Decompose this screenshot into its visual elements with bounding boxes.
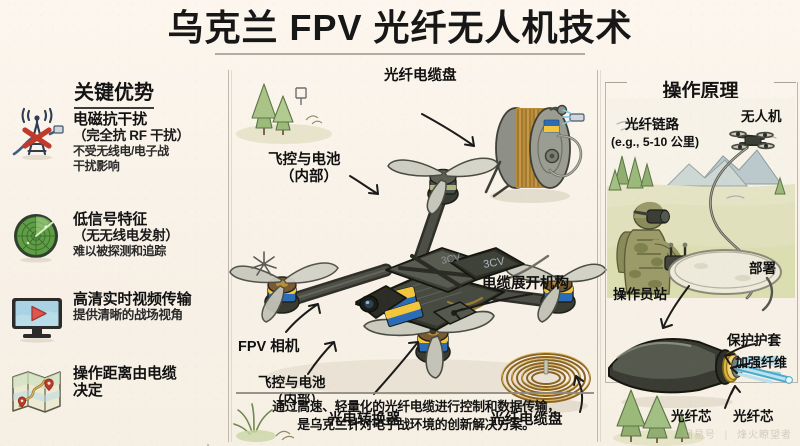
watermark-source: 网易号 <box>682 430 716 441</box>
radar-screen-icon <box>8 210 66 264</box>
watermark: 网易号 | 烽火瞭望者 <box>683 426 792 441</box>
advantage-detail-line1: 不受无线电/电子战 <box>73 144 169 158</box>
advantage-item-range-by-cable: 操作距离由电缆 决定 <box>8 364 222 418</box>
label-strength-fiber: 加强纤维 <box>735 355 788 370</box>
label-fpv-camera: FPV 相机 <box>238 339 300 355</box>
label-fiber-core-left: 光纤芯 <box>671 409 712 424</box>
divider-right <box>597 70 598 442</box>
advantage-text-hd-video: 高清实时视频传输 提供清晰的战场视角 <box>73 290 222 323</box>
divider-left <box>228 70 229 442</box>
label-cable-deploy-mechanism: 电缆展开机构 <box>482 276 569 292</box>
advantage-text-emi-resistance: 电磁抗干扰 （完全抗 RF 干扰） 不受无线电/电子战 干扰影响 <box>73 110 222 173</box>
key-advantages-heading: 关键优势 <box>0 76 228 109</box>
advantage-item-emi-resistance: 电磁抗干扰 （完全抗 RF 干扰） 不受无线电/电子战 干扰影响 <box>8 107 222 173</box>
divider-left-shadow <box>231 70 232 442</box>
label-fc-battery-bottom-line1: 飞控与电池 <box>258 375 326 390</box>
label-protective-jacket: 保护护套 <box>727 333 781 348</box>
page-title: 乌克兰 FPV 光纤无人机技术 <box>167 7 633 48</box>
radio-tower-jammed-icon <box>8 107 66 164</box>
route-doodle-icon <box>150 428 228 446</box>
folded-map-icon <box>8 364 66 418</box>
caption-line-1: 通过高速、轻量化的光纤电缆进行控制和数据传输， <box>272 399 560 414</box>
advantage-subtitle: （无无线电发射） <box>73 228 179 243</box>
label-fiber-spool-bottom: 光纤电缆盘 <box>490 412 563 428</box>
label-deployment: 部署 <box>749 261 776 276</box>
advantage-title: 操作距离由电缆 <box>73 365 177 382</box>
operating-principle-panel: 操作原理 <box>601 64 800 446</box>
signal-doodle-icon <box>240 244 290 284</box>
video-monitor-icon <box>8 290 66 344</box>
advantage-detail-line2: 干扰影响 <box>73 158 120 173</box>
grass-tuft-illustration <box>232 384 302 446</box>
advantage-item-low-signature: 低信号特征 （无无线电发射） 难以被探测和追踪 <box>8 210 222 264</box>
fpv-drone-illustration: 3CV 3CV <box>229 152 607 402</box>
label-fc-battery-top-line1: 飞控与电池 <box>268 152 341 168</box>
advantage-text-low-signature: 低信号特征 （无无线电发射） 难以被探测和追踪 <box>73 210 222 259</box>
svg-text:3CV: 3CV <box>440 252 462 267</box>
label-fiber-link-line1: 光纤链路 <box>625 117 679 132</box>
fiber-spool-top-illustration <box>478 100 596 208</box>
divider-right-shadow <box>600 70 601 442</box>
advantage-title: 高清实时视频传输 <box>73 291 192 308</box>
frame-top-left-rule <box>605 82 627 83</box>
label-drone: 无人机 <box>741 109 782 124</box>
frame-top-right-rule <box>774 82 796 83</box>
watermark-account: 烽火瞭望者 <box>737 430 792 441</box>
label-fc-battery-bottom-line2: （内部） <box>270 392 324 407</box>
fiber-cable-cross-section-illustration <box>607 314 797 424</box>
label-optical-converter: 光电转换器 <box>328 412 401 428</box>
label-operator-station: 操作员站 <box>613 287 667 302</box>
summary-caption: 通过高速、轻量化的光纤电缆进行控制和数据传输， 是乌克兰针对电子战环境的创新解决… <box>236 398 596 434</box>
callout-leader-lines <box>285 113 584 413</box>
key-advantages-panel: 关键优势 <box>0 68 228 446</box>
label-fc-battery-top-line2: （内部） <box>280 169 338 185</box>
advantage-item-hd-video: 高清实时视频传输 提供清晰的战场视角 <box>8 290 222 344</box>
label-fiber-link-line2: (e.g., 5-10 公里) <box>611 135 700 149</box>
caption-divider <box>236 392 594 394</box>
background-trees-bottom <box>607 382 717 446</box>
advantage-text-range-by-cable: 操作距离由电缆 决定 <box>73 364 222 399</box>
advantage-subtitle: （完全抗 RF 干扰） <box>73 128 190 143</box>
advantage-subtitle: 决定 <box>73 382 103 399</box>
watermark-separator: | <box>724 430 729 441</box>
label-fiber-spool-top: 光纤电缆盘 <box>384 68 457 84</box>
advantage-title: 电磁抗干扰 <box>73 111 148 128</box>
background-trees-top <box>236 70 346 146</box>
advantage-detail-line1: 提供清晰的战场视角 <box>73 308 183 322</box>
deployment-loop-illustration <box>663 244 793 314</box>
title-underline <box>215 53 585 55</box>
drone-diagram-panel: 3CV 3CV <box>229 64 607 446</box>
page-title-block: 乌克兰 FPV 光纤无人机技术 <box>0 6 800 55</box>
label-fiber-core-right: 光纤芯 <box>733 409 774 424</box>
advantage-title: 低信号特征 <box>73 211 148 228</box>
caption-line-2: 是乌克兰针对电子战环境的创新解决方案。 <box>297 417 535 432</box>
advantage-detail-line1: 难以被探测和追踪 <box>73 244 166 258</box>
right-callout-leader-lines <box>660 285 756 409</box>
svg-text:3CV: 3CV <box>482 255 506 271</box>
